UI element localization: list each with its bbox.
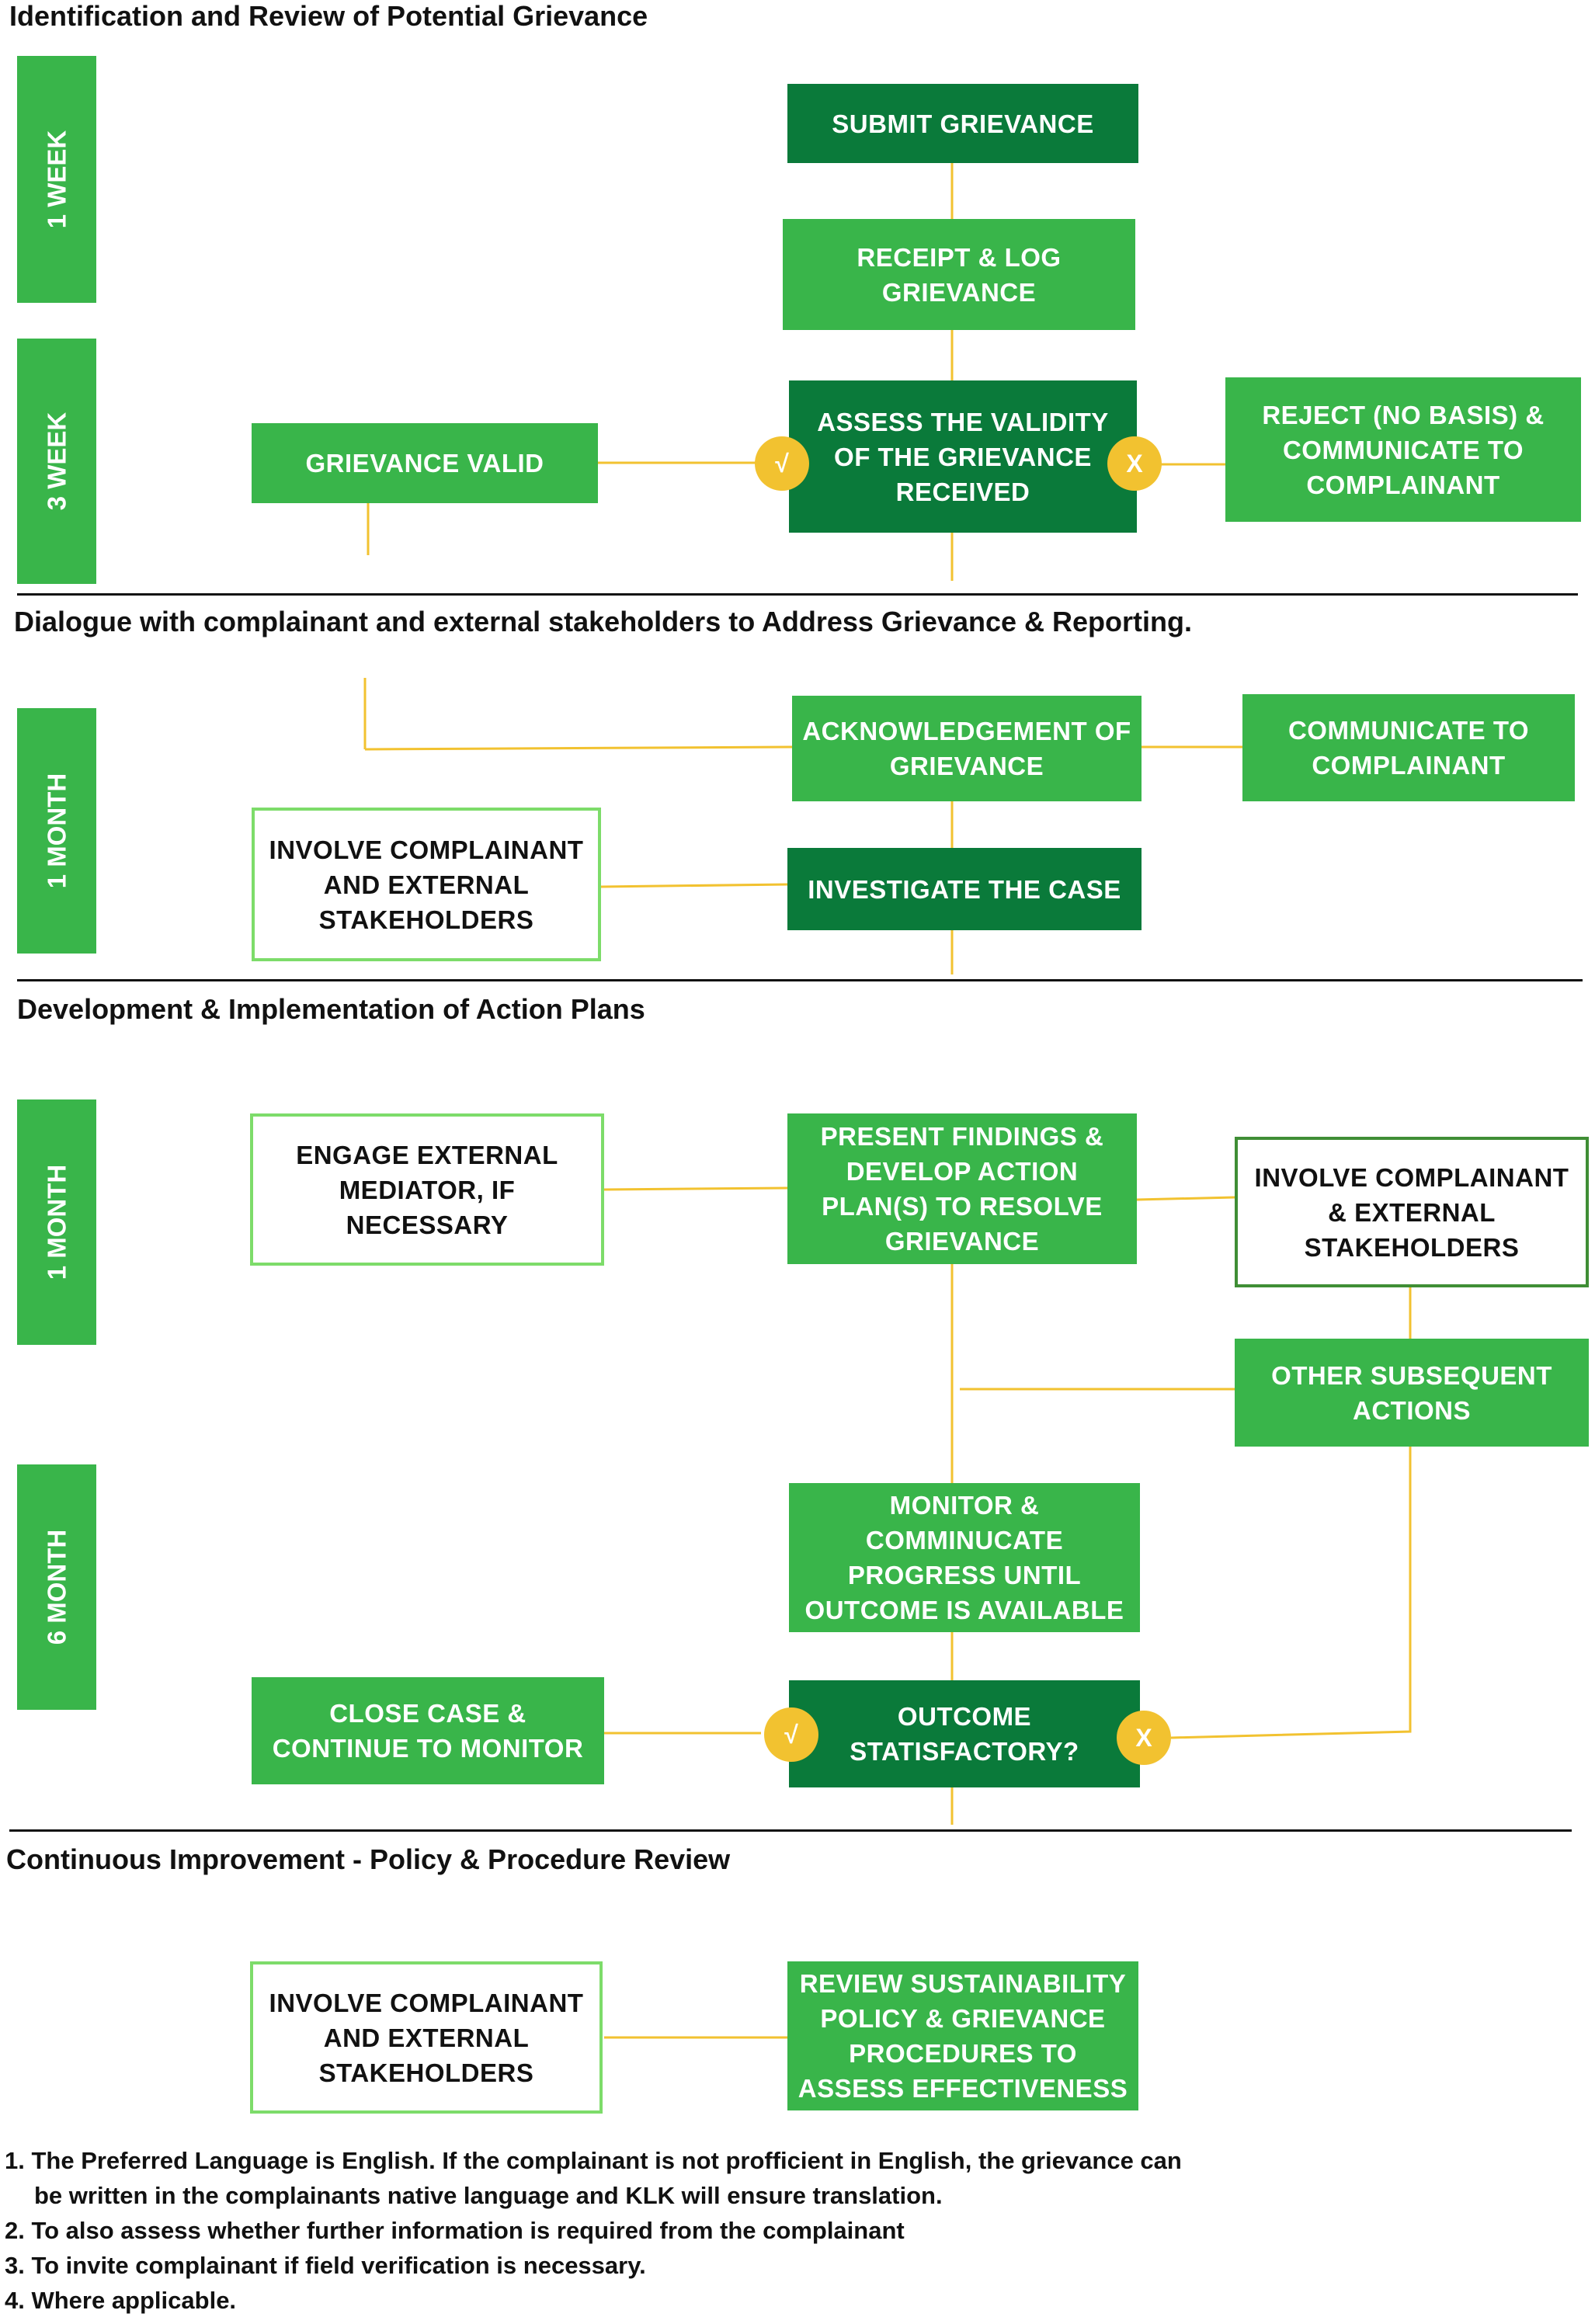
timeframe-1-month-action: 1 MONTH — [17, 1099, 96, 1345]
cross-icon: X — [1107, 436, 1162, 491]
reject-no-basis-box: REJECT (NO BASIS) & COMMUNICATE TO COMPL… — [1225, 377, 1581, 522]
section-title-identification: Identification and Review of Potential G… — [9, 0, 648, 32]
submit-grievance-box: SUBMIT GRIEVANCE — [787, 84, 1138, 163]
communicate-to-complainant-box: COMMUNICATE TO COMPLAINANT — [1242, 694, 1575, 801]
footnote-4: 4. Where applicable. — [5, 2287, 237, 2314]
timeframe-6-month: 6 MONTH — [17, 1464, 96, 1710]
section-title-continuous-improvement: Continuous Improvement - Policy & Proced… — [6, 1843, 731, 1875]
check-icon: √ — [764, 1707, 818, 1762]
footnote-3: 3. To invite complainant if field verifi… — [5, 2252, 646, 2279]
review-policy-box: REVIEW SUSTAINABILITY POLICY & GRIEVANCE… — [787, 1961, 1138, 2110]
involve-stakeholders-review-box: INVOLVE COMPLAINANT AND EXTERNAL STAKEHO… — [250, 1961, 603, 2114]
involve-stakeholders-box: INVOLVE COMPLAINANT AND EXTERNAL STAKEHO… — [252, 808, 601, 961]
footnote-1-continued: be written in the complainants native la… — [34, 2182, 943, 2209]
assess-validity-box: ASSESS THE VALIDITY OF THE GRIEVANCE REC… — [789, 380, 1137, 533]
engage-mediator-box: ENGAGE EXTERNAL MEDIATOR, IF NECESSARY — [250, 1113, 604, 1266]
footnote-1: 1. The Preferred Language is English. If… — [5, 2147, 1182, 2174]
receipt-log-grievance-box: RECEIPT & LOG GRIEVANCE — [783, 219, 1135, 330]
other-subsequent-actions-box: OTHER SUBSEQUENT ACTIONS — [1235, 1339, 1589, 1447]
section-divider — [9, 1829, 1572, 1832]
involve-stakeholders-action-box: INVOLVE COMPLAINANT & EXTERNAL STAKEHOLD… — [1235, 1137, 1589, 1287]
check-icon: √ — [755, 436, 809, 491]
timeframe-1-week: 1 WEEK — [17, 56, 96, 303]
section-title-action-plans: Development & Implementation of Action P… — [17, 993, 645, 1025]
footnote-2: 2. To also assess whether further inform… — [5, 2217, 905, 2244]
section-title-dialogue: Dialogue with complainant and external s… — [14, 606, 1193, 637]
present-findings-box: PRESENT FINDINGS & DEVELOP ACTION PLAN(S… — [787, 1113, 1137, 1264]
cross-icon: X — [1117, 1711, 1171, 1765]
timeframe-1-month-dialogue: 1 MONTH — [17, 708, 96, 954]
section-divider — [17, 593, 1578, 596]
investigate-case-box: INVESTIGATE THE CASE — [787, 848, 1142, 930]
outcome-satisfactory-box: OUTCOME STATISFACTORY? — [789, 1680, 1140, 1787]
section-divider — [17, 979, 1583, 981]
timeframe-3-week: 3 WEEK — [17, 339, 96, 584]
close-case-box: CLOSE CASE & CONTINUE TO MONITOR — [252, 1677, 604, 1784]
grievance-valid-box: GRIEVANCE VALID — [252, 423, 598, 503]
acknowledgement-box: ACKNOWLEDGEMENT OF GRIEVANCE — [792, 696, 1142, 801]
footnotes: 1. The Preferred Language is English. If… — [5, 2143, 1325, 2318]
monitor-communicate-box: MONITOR & COMMINUCATE PROGRESS UNTIL OUT… — [789, 1483, 1140, 1632]
